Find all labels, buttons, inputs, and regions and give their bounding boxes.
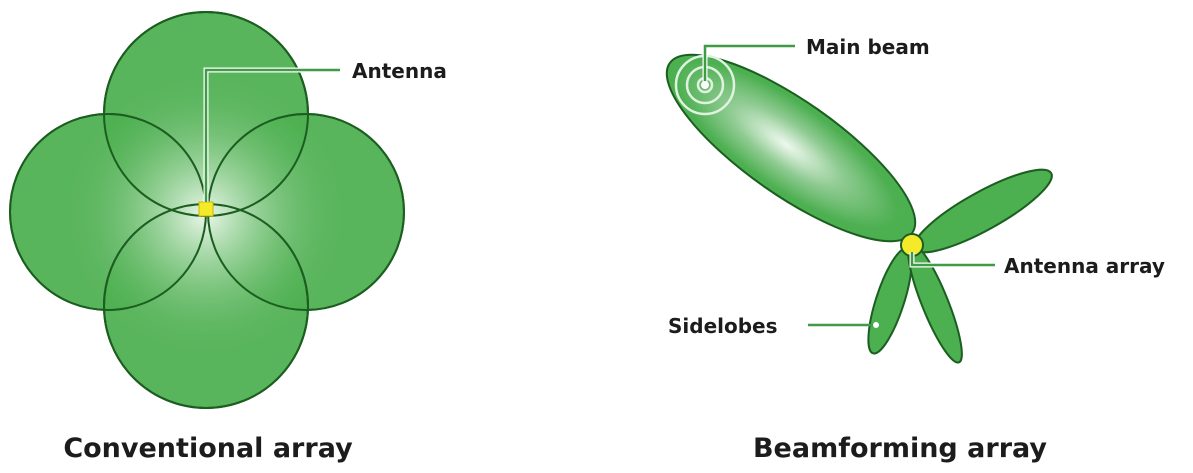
antenna-label: Antenna bbox=[352, 59, 447, 83]
beamforming-array-caption: Beamforming array bbox=[753, 433, 1047, 464]
sidelobes-label: Sidelobes bbox=[668, 314, 778, 338]
antenna-array-label: Antenna array bbox=[1004, 254, 1165, 278]
conventional-array: Antenna Conventional array bbox=[10, 10, 447, 464]
sidelobe-right bbox=[906, 157, 1061, 266]
beamforming-array: Main beam Antenna array Sidelobes Beamfo… bbox=[643, 25, 1165, 464]
antenna-icon bbox=[199, 202, 213, 216]
conventional-array-caption: Conventional array bbox=[63, 433, 353, 464]
main-beam-label: Main beam bbox=[806, 35, 930, 59]
